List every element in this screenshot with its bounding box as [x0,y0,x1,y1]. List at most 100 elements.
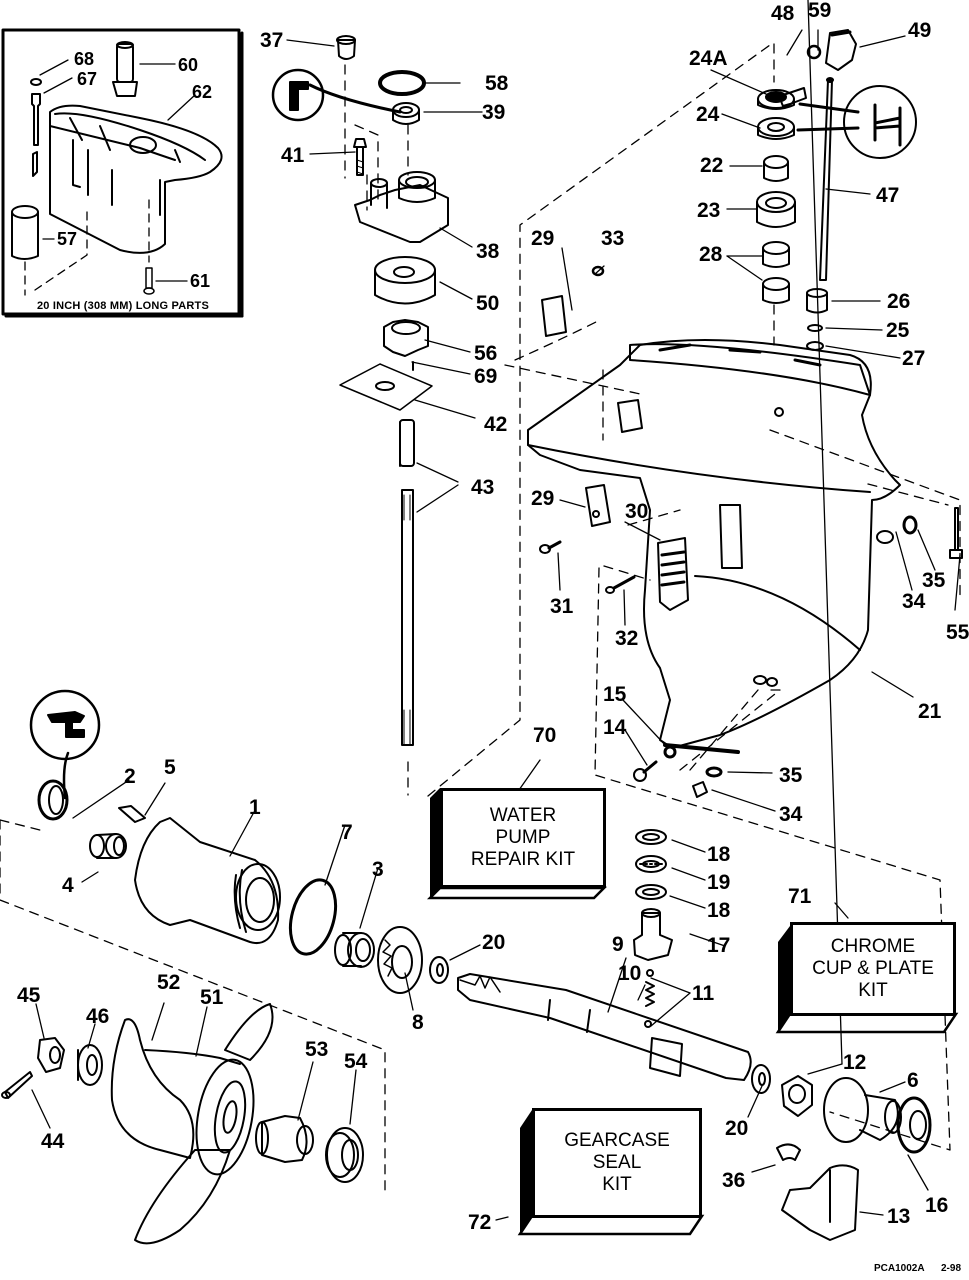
callout-36: 36 [722,1169,746,1192]
callout-20-rear: 20 [725,1117,749,1140]
pinion-gear-17 [633,908,673,961]
kit-72-line-1: GEARCASE [564,1130,670,1151]
callout-67: 67 [77,69,98,89]
kit-box-72-face: GEARCASE SEAL KIT [532,1108,702,1218]
bearing-3 [334,932,375,968]
callout-29-lower: 29 [531,487,555,510]
bracket-49 [825,29,857,71]
callout-22: 22 [700,154,724,177]
kit-box-71-shading [775,926,959,1034]
kit-71-line-1: CHROME [830,936,916,957]
kit-72-line-3: KIT [602,1174,632,1195]
detent-parts-10-11 [644,969,655,1028]
callout-34-upper: 34 [902,590,926,613]
kit-71-line-3: KIT [858,980,888,1001]
callout-41: 41 [281,144,305,167]
kit-box-70-shading [426,788,608,900]
trim-tab-30 [657,537,689,611]
callout-14: 14 [603,716,627,739]
callout-9: 9 [612,933,624,956]
part-41 [353,138,367,176]
gearcase-seal-kit-box: GEARCASE SEAL KIT [517,1108,705,1236]
washer-59 [806,44,822,60]
callout-69: 69 [474,365,498,388]
seal-detail-circle-24 [843,85,917,159]
thrust-hub-54 [325,1127,364,1183]
callout-8: 8 [412,1011,424,1034]
detail-circle-2 [29,689,101,761]
callout-48: 48 [771,2,795,25]
seal-24 [757,117,795,140]
callout-35-upper: 35 [922,569,946,592]
kit-box-71-face: CHROME CUP & PLATE KIT [790,922,956,1016]
callout-17: 17 [707,934,731,957]
kit-box-70-face: WATER PUMP REPAIR KIT [440,788,606,888]
callout-18-upper: 18 [707,843,731,866]
gear-8 [377,926,423,994]
kit-72-line-2: SEAL [592,1152,642,1173]
washer-25 [807,324,823,332]
callout-11: 11 [692,982,715,1005]
water-pump-repair-kit-box: WATER PUMP REPAIR KIT [426,788,608,900]
callout-39: 39 [482,101,506,124]
washer-35-upper [902,515,918,535]
impeller-cup-50 [374,256,436,305]
plug-34-lower [692,781,708,798]
callout-1: 1 [249,796,261,819]
callout-53: 53 [305,1038,329,1061]
callout-56: 56 [474,342,498,365]
kit-box-72-shading [517,1110,705,1236]
clutch-dog-12 [781,1075,813,1117]
screw-5 [118,805,146,823]
nut-33 [591,265,605,277]
callout-4: 4 [62,874,74,897]
callout-57: 57 [57,229,78,249]
callout-45: 45 [17,984,41,1007]
callout-30: 30 [625,500,649,523]
callout-35-lower: 35 [779,764,803,787]
callout-7: 7 [341,821,353,844]
callout-60: 60 [178,55,199,75]
anode-29-side [585,484,611,527]
callout-27: 27 [902,347,926,370]
callout-49: 49 [908,19,932,42]
callout-20-front: 20 [482,931,506,954]
callout-12: 12 [843,1051,867,1074]
water-pump-housing-38 [354,171,449,243]
thrust-washers-18-19 [635,829,667,900]
kit-70-line-2: PUMP [495,827,551,848]
inset-caption: 20 INCH (308 MM) LONG PARTS [36,300,210,312]
part-58 [378,70,426,96]
callout-2: 2 [124,765,136,788]
kit-70-line-1: WATER [489,805,557,826]
bushing-23 [756,191,796,228]
callout-24A: 24A [689,47,728,70]
propeller-shaft-9 [457,973,752,1081]
driveshaft-43 [399,419,415,746]
callout-28: 28 [699,243,723,266]
oring-7 [288,878,338,956]
callout-70: 70 [533,724,557,747]
thrust-washer-20a [429,956,449,984]
diagram-date: 2-98 [940,1263,961,1274]
callout-62: 62 [192,82,213,102]
long-parts-inset [1,28,244,318]
callout-55: 55 [946,621,969,644]
bearing-housing-1 [134,817,281,944]
callout-31: 31 [550,595,574,618]
spacer-46 [77,1044,103,1086]
anode-29-top [541,295,567,337]
bearing-16 [896,1096,932,1154]
grommet-26 [806,288,828,314]
callout-26: 26 [887,290,911,313]
kit-71-line-2: CUP & PLATE [812,958,934,979]
callout-50: 50 [476,292,500,315]
part-57 [11,205,39,260]
bearings-28 [762,241,790,304]
screw-32 [605,575,636,594]
part-37 [336,35,356,60]
part-39 [392,102,420,125]
callout-29-upper: 29 [531,227,555,250]
seal-detail-circle-39 [271,68,325,122]
callout-52: 52 [157,971,181,994]
